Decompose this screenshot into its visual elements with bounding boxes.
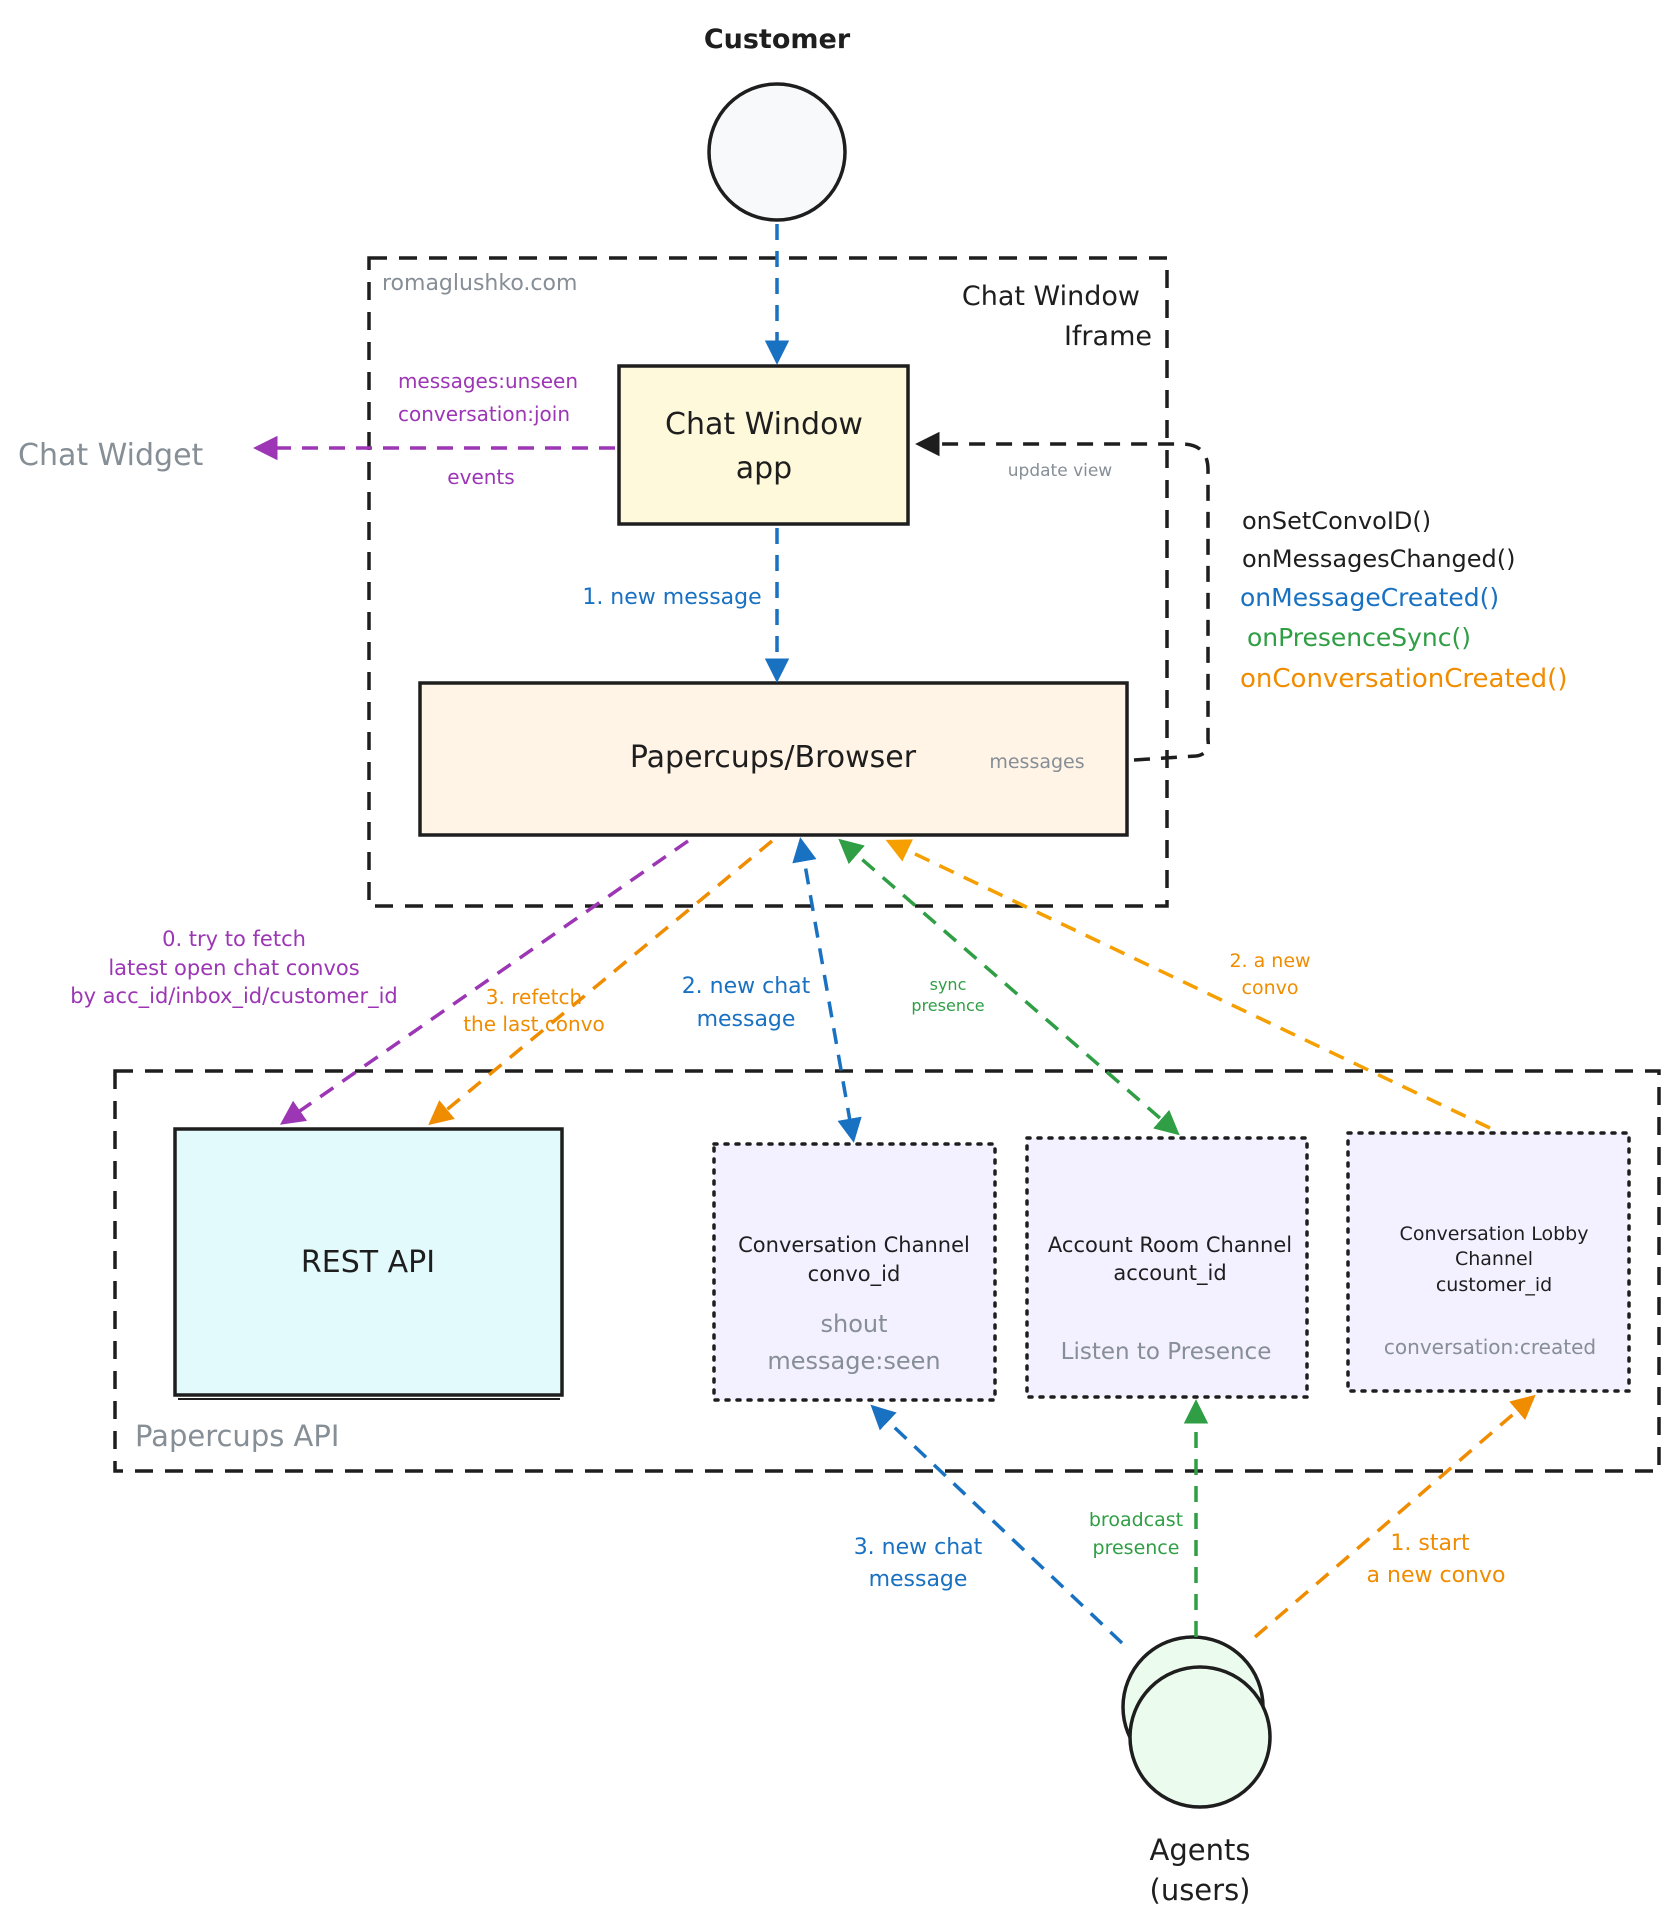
label-new-chat-message-2-line1: 2. new chat [682, 974, 811, 999]
label-new-convo-2-line2: convo [1242, 977, 1299, 999]
label-try-fetch-line1: 0. try to fetch [162, 927, 306, 951]
widget-events-line2: conversation:join [398, 402, 570, 426]
conversation-lobby-channel-event1: conversation:created [1384, 1335, 1596, 1359]
rest-api-label: REST API [301, 1245, 435, 1280]
callback-on-message-created: onMessageCreated() [1240, 583, 1499, 612]
chat-widget-label: Chat Widget [18, 438, 204, 473]
account-room-channel-line2: account_id [1113, 1261, 1226, 1286]
papercups-browser-label: Papercups/Browser [630, 740, 917, 775]
callback-on-messages-changed: onMessagesChanged() [1242, 545, 1515, 573]
papercups-browser-box[interactable] [418, 681, 1129, 837]
papercups-api-label: Papercups API [135, 1419, 339, 1453]
agents-node-front[interactable] [1128, 1665, 1272, 1809]
conversation-lobby-channel-box[interactable] [1346, 1131, 1631, 1393]
agents-line1: Agents [1150, 1833, 1251, 1867]
label-new-chat-message-3-line1: 3. new chat [854, 1535, 983, 1560]
conversation-channel-line1: Conversation Channel [738, 1233, 970, 1257]
arrow-browser-update-view [915, 431, 1210, 762]
conversation-channel-event1: shout [820, 1310, 887, 1338]
papercups-browser-note: messages [989, 751, 1084, 773]
account-room-channel-event1: Listen to Presence [1061, 1339, 1272, 1365]
label-new-message: 1. new message [582, 585, 761, 610]
label-try-fetch-line3: by acc_id/inbox_id/customer_id [70, 984, 398, 1009]
arrow-browser-account-room-channel [838, 838, 1180, 1136]
conversation-lobby-channel-line3: customer_id [1436, 1274, 1552, 1296]
customer-label: Customer [704, 24, 851, 55]
papercups-api-container [113, 1069, 1661, 1473]
customer-node[interactable] [707, 82, 847, 222]
label-broadcast-presence-line1: broadcast [1089, 1509, 1183, 1531]
callback-on-set-convo-id: onSetConvoID() [1242, 507, 1431, 535]
conversation-lobby-channel-line2: Channel [1455, 1248, 1533, 1270]
account-room-channel-line1: Account Room Channel [1048, 1233, 1292, 1257]
conversation-lobby-channel-line1: Conversation Lobby [1400, 1223, 1589, 1245]
rest-api-box[interactable] [173, 1127, 564, 1397]
label-start-convo-line1: 1. start [1390, 1531, 1470, 1556]
iframe-domain: romaglushko.com [382, 271, 577, 296]
arrow-agents-to-lobby [1253, 1394, 1536, 1639]
label-refetch-line2: the last convo [463, 1012, 605, 1036]
arrow-browser-to-rest-fetch [279, 839, 689, 1125]
iframe-container [367, 256, 1169, 908]
arrow-agents-to-conversation-channel [870, 1404, 1124, 1645]
agents-line2: (users) [1150, 1873, 1251, 1907]
callback-on-conversation-created: onConversationCreated() [1240, 664, 1567, 694]
label-new-convo-2-line1: 2. a new [1229, 950, 1310, 972]
conversation-channel-line2: convo_id [808, 1262, 901, 1287]
arrow-lobby-to-browser [885, 839, 1491, 1130]
chat-window-app-line2: app [736, 451, 792, 486]
conversation-channel-event2: message:seen [767, 1347, 940, 1375]
label-start-convo-line2: a new convo [1367, 1563, 1506, 1588]
label-new-chat-message-2-line2: message [697, 1007, 796, 1032]
widget-events-line1: messages:unseen [398, 369, 578, 393]
callback-on-presence-sync: onPresenceSync() [1247, 623, 1471, 652]
chat-window-app-line1: Chat Window [665, 407, 863, 442]
widget-events-line3: events [447, 465, 514, 489]
label-sync-presence-line1: sync [930, 975, 967, 994]
chat-window-app-box[interactable] [617, 364, 910, 526]
label-broadcast-presence-line2: presence [1093, 1537, 1180, 1559]
iframe-title-line1: Chat Window [962, 281, 1140, 312]
label-try-fetch-line2: latest open chat convos [108, 956, 359, 980]
label-refetch-line1: 3. refetch [486, 985, 582, 1009]
iframe-title-line2: Iframe [1064, 321, 1152, 352]
conversation-channel-box[interactable] [712, 1142, 997, 1402]
label-update-view: update view [1008, 461, 1113, 481]
label-new-chat-message-3-line2: message [869, 1567, 968, 1592]
arrow-browser-to-rest-refetch [428, 839, 774, 1126]
account-room-channel-box[interactable] [1025, 1136, 1309, 1399]
label-sync-presence-line2: presence [911, 996, 984, 1015]
